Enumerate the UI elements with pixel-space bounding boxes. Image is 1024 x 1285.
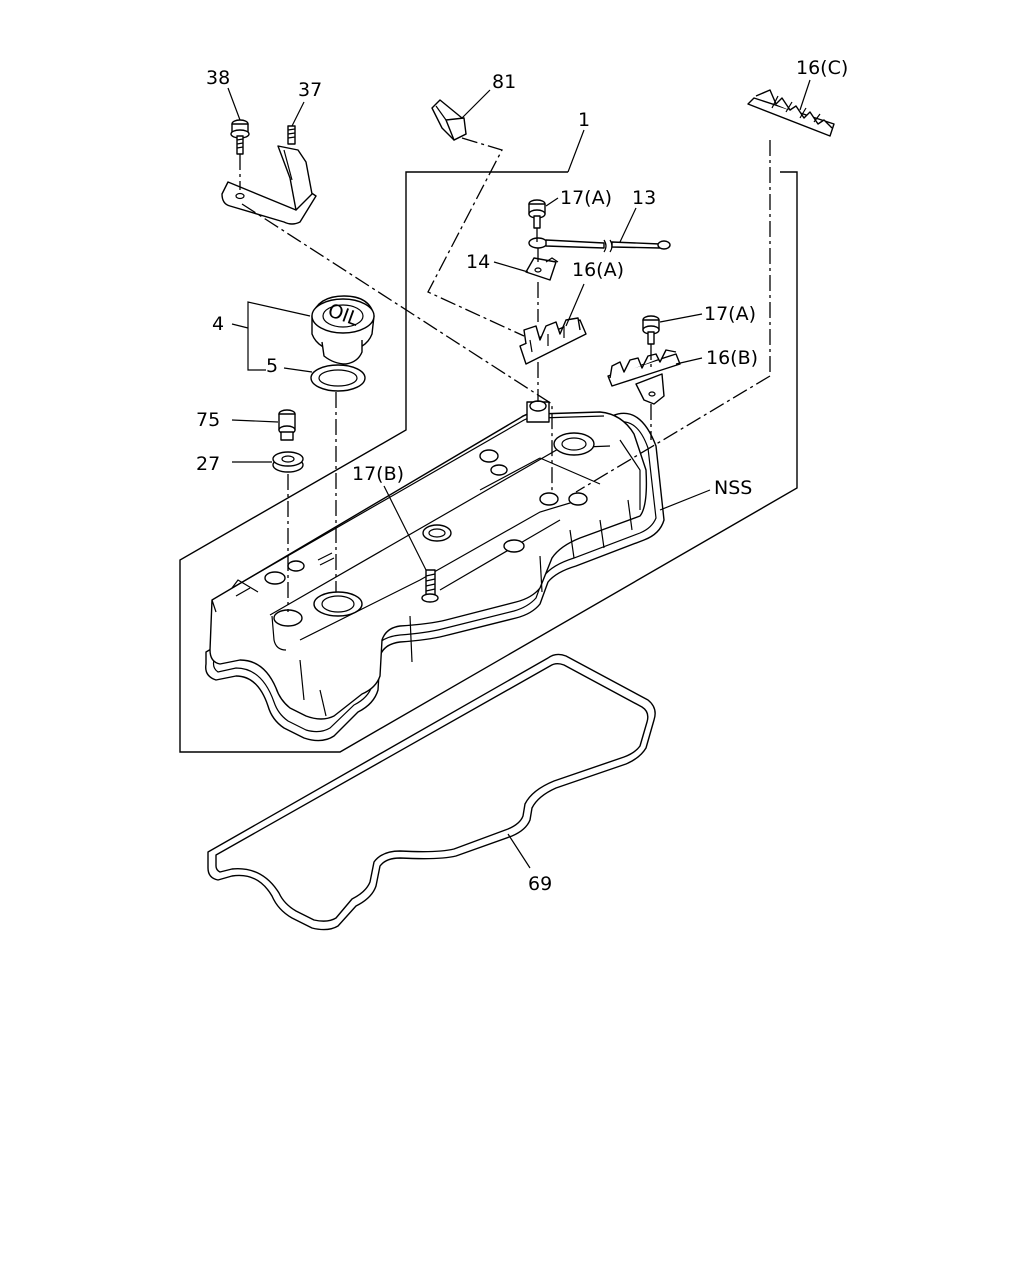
bolt-75 (278, 409, 296, 441)
assembly-frame (179, 171, 798, 753)
label-17a-top: 17(A) (560, 187, 612, 209)
label-14: 14 (466, 251, 490, 273)
label-4: 4 (212, 313, 224, 335)
label-16c: 16(C) (796, 57, 848, 79)
label-16a: 16(A) (572, 259, 624, 281)
label-38: 38 (206, 67, 230, 89)
label-17b: 17(B) (352, 463, 404, 485)
label-37: 37 (298, 79, 322, 101)
label-5: 5 (266, 355, 278, 377)
grommet-27 (272, 451, 304, 473)
ground-cable-13 (528, 237, 671, 253)
label-nss: NSS (714, 477, 752, 499)
gasket-69 (207, 653, 656, 931)
stud-17b (421, 569, 439, 603)
label-69: 69 (528, 873, 552, 895)
bracket-37 (221, 125, 317, 225)
callout-labels: 38 37 81 1 16(C) 17(A) 13 14 16(A) 17(A)… (196, 57, 848, 895)
bolt-17a-top (528, 199, 546, 229)
bracket-14 (525, 257, 559, 281)
harness-holder-16c (747, 89, 835, 137)
label-1: 1 (578, 109, 590, 131)
label-17a-mid: 17(A) (704, 303, 756, 325)
harness-holder-16b (607, 349, 681, 405)
label-27: 27 (196, 453, 220, 475)
alignment-lines (239, 137, 771, 612)
leader-lines (227, 79, 811, 869)
bolt-38 (230, 119, 250, 155)
bolt-17a-mid (642, 315, 660, 345)
label-13: 13 (632, 187, 656, 209)
oil-filler-cap-4: OIL (311, 295, 375, 365)
label-75: 75 (196, 409, 220, 431)
clip-81 (431, 99, 467, 141)
label-16b: 16(B) (706, 347, 758, 369)
label-81: 81 (492, 71, 516, 93)
harness-holder-16a (519, 317, 587, 365)
oil-cap-seal-5 (310, 364, 366, 392)
